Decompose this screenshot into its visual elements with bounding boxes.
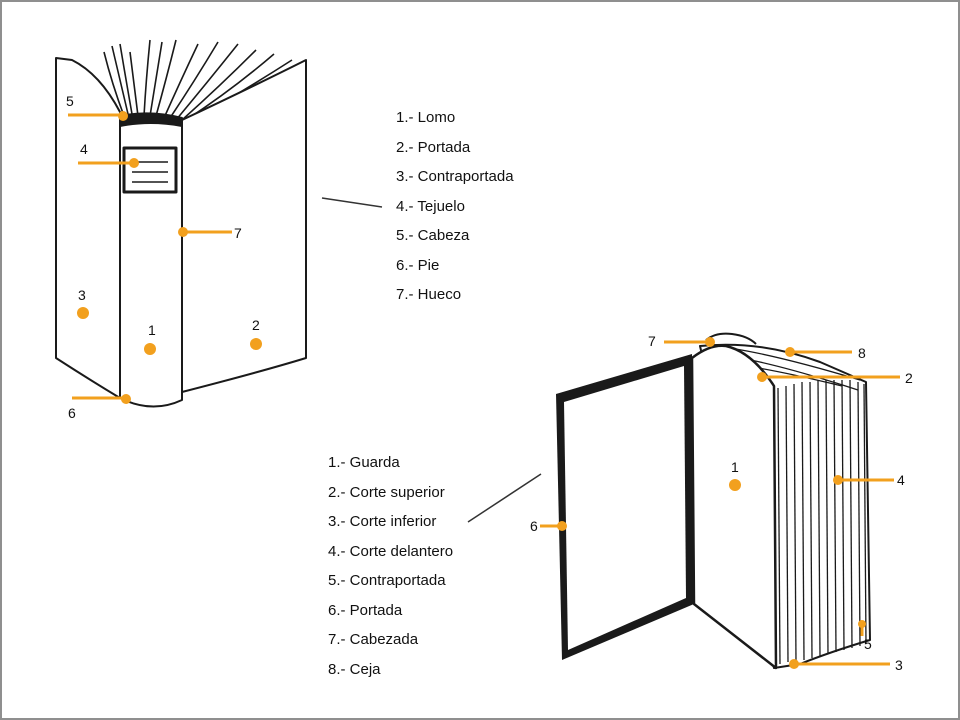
open-book-marker-7: 7 <box>648 334 656 348</box>
closed-book-marker-2: 2 <box>252 318 260 332</box>
closed-book-marker-3: 3 <box>78 288 86 302</box>
open-book-marker-3: 3 <box>895 658 903 672</box>
closed-book-connector <box>322 198 382 207</box>
closed-book-legend-item: 7.- Hueco <box>396 280 514 310</box>
open-book-marker-1: 1 <box>731 460 739 474</box>
closed-book-legend-item: 1.- Lomo <box>396 103 514 133</box>
closed-book-legend-item: 3.- Contraportada <box>396 162 514 192</box>
closed-book-legend-item: 4.- Tejuelo <box>396 192 514 222</box>
closed-book-legend-item: 5.- Cabeza <box>396 221 514 251</box>
spine-label-shape <box>124 148 176 192</box>
open-book-drawing <box>556 334 870 668</box>
closed-book-legend-item: 2.- Portada <box>396 133 514 163</box>
open-book-legend-item: 3.- Corte inferior <box>328 507 453 537</box>
closed-book-marker-7: 7 <box>234 226 242 240</box>
open-book-marker-6: 6 <box>530 519 538 533</box>
closed-book-legend: 1.- Lomo 2.- Portada 3.- Contraportada 4… <box>396 103 514 310</box>
open-book-legend-item: 2.- Corte superior <box>328 478 453 508</box>
open-book-marker-2: 2 <box>905 371 913 385</box>
open-book-marker-8: 8 <box>858 346 866 360</box>
open-book-legend-item: 4.- Corte delantero <box>328 537 453 567</box>
open-book-legend-item: 1.- Guarda <box>328 448 453 478</box>
back-cover-shape <box>56 58 120 398</box>
closed-book-drawing <box>56 40 306 407</box>
open-book-legend-item: 7.- Cabezada <box>328 625 453 655</box>
open-book-marker-5: 5 <box>864 637 872 651</box>
open-book-connector <box>468 474 541 522</box>
open-book-legend-item: 5.- Contraportada <box>328 566 453 596</box>
open-book-legend-item: 8.- Ceja <box>328 655 453 685</box>
endpaper-shape <box>692 346 776 668</box>
closed-book-legend-item: 6.- Pie <box>396 251 514 281</box>
closed-book-marker-5: 5 <box>66 94 74 108</box>
open-book-legend-item: 6.- Portada <box>328 596 453 626</box>
closed-book-marker-1: 1 <box>148 323 156 337</box>
closed-book-marker-6: 6 <box>68 406 76 420</box>
closed-book-marker-4: 4 <box>80 142 88 156</box>
open-book-marker-4: 4 <box>897 473 905 487</box>
open-book-legend: 1.- Guarda 2.- Corte superior 3.- Corte … <box>328 448 453 684</box>
